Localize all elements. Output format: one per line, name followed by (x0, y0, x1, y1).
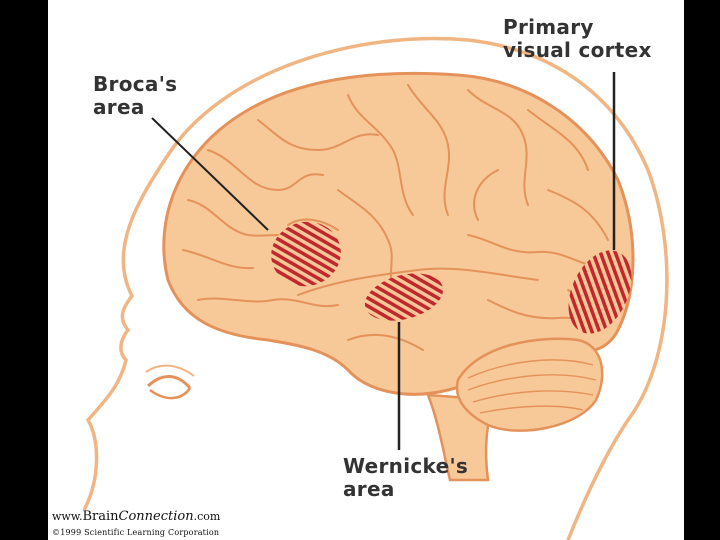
cerebellum-folds (467, 359, 597, 414)
wernicke-area-region (364, 273, 444, 321)
head-outline (82, 36, 669, 540)
broca-area-region (271, 221, 341, 287)
primary-visual-cortex-label: Primary visual cortex (503, 15, 652, 62)
broca-area-label: Broca's area (93, 72, 178, 119)
cerebrum (162, 71, 635, 396)
credit-url-brain: Brain (82, 509, 119, 524)
credit-block: www.BrainConnection.com ©1999 Scientific… (52, 510, 220, 538)
credit-url-suffix: .com (193, 510, 221, 523)
credit-copyright: ©1999 Scientific Learning Corporation (52, 528, 220, 537)
credit-url-connection: Connection (118, 509, 194, 524)
credit-url-prefix: www. (52, 510, 83, 523)
credit-url: www.BrainConnection.com (52, 510, 220, 524)
brain-diagram (82, 36, 669, 540)
broca-leader-line (151, 117, 269, 231)
diagram-frame: Broca's area Primary visual cortex Werni… (48, 0, 684, 540)
wernicke-area-label: Wernicke's area (343, 454, 469, 501)
primary-visual-cortex-region (568, 250, 632, 334)
eye-icon (145, 364, 195, 400)
